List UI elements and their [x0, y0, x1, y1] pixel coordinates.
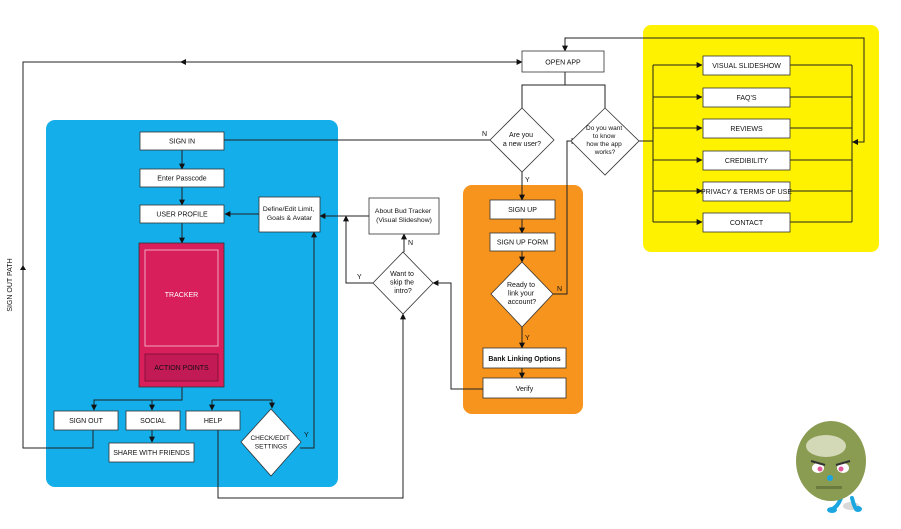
privacy-terms-box: PRIVACY & TERMS OF USE — [701, 181, 792, 202]
edge-label-ready-y: Y — [525, 335, 530, 342]
svg-text:About Bud Tracker (Visua: About Bud Tracker (Visual Slideshow) — [375, 208, 433, 224]
ready-line-1: Ready to — [507, 282, 535, 289]
ready-line-2: link your — [508, 291, 535, 298]
define-edit-box: Define/Edit Limit, Goals & Avatar — [258, 196, 321, 233]
edge-label-skip-n: N — [408, 240, 413, 247]
yellow-region — [643, 25, 879, 252]
svg-text:Are you a new user?: Are you a new user? — [503, 132, 541, 148]
mascot-character — [796, 421, 866, 513]
sign-out-path-label: SIGN OUT PATH — [7, 258, 14, 311]
know-app-line-4: works? — [594, 149, 616, 156]
about-bud-tracker-box: About Bud Tracker (Visual Slideshow) — [368, 197, 440, 235]
check-edit-decision: CHECK/EDIT SETTINGS — [240, 408, 302, 477]
bank-linking-label: Bank Linking Options — [488, 356, 560, 363]
svg-text:Ready to link your: Ready to link your account? — [507, 282, 537, 306]
open-app-box: OPEN APP — [521, 50, 605, 73]
reviews-box: REVIEWS — [702, 118, 791, 139]
tracker-panel: TRACKER ACTION POINTS — [138, 242, 225, 388]
enter-passcode-box: Enter Passcode — [139, 168, 225, 188]
sign-up-form-label: SIGN UP FORM — [497, 240, 548, 247]
define-edit-line-1: Define/Edit Limit, — [263, 206, 314, 213]
sign-up-label: SIGN UP — [508, 207, 537, 214]
social-label: SOCIAL — [140, 418, 166, 425]
visual-slideshow-label: VISUAL SLIDESHOW — [712, 63, 781, 70]
sign-out-label: SIGN OUT — [69, 418, 104, 425]
faqs-box: FAQ'S — [702, 87, 791, 108]
sign-up-box: SIGN UP — [489, 199, 556, 220]
help-label: HELP — [204, 418, 223, 425]
share-friends-box: SHARE WITH FRIENDS — [108, 442, 195, 463]
action-points-label: ACTION POINTS — [154, 365, 209, 372]
ready-link-decision: Ready to link your account? — [490, 261, 554, 328]
svg-text:CHECK/EDIT SETTINGS: CHECK/EDIT SETTINGS — [250, 435, 291, 451]
edge-label-skip-y: Y — [357, 274, 362, 281]
new-user-decision: Are you a new user? — [489, 107, 555, 173]
connectors — [20, 37, 865, 499]
open-app-label: OPEN APP — [545, 60, 581, 67]
edge-label-check-y: Y — [304, 432, 309, 439]
faqs-label: FAQ'S — [736, 95, 756, 102]
credibility-label: CREDIBILITY — [725, 158, 769, 165]
about-line-1: About Bud Tracker — [375, 208, 432, 215]
contact-box: CONTACT — [702, 212, 791, 233]
user-profile-label: USER PROFILE — [156, 212, 208, 219]
privacy-terms-label: PRIVACY & TERMS OF USE — [701, 189, 792, 196]
social-box: SOCIAL — [125, 410, 181, 431]
know-app-line-1: Do you want — [586, 125, 622, 132]
new-user-line-2: a new user? — [503, 141, 541, 148]
define-edit-line-2: Goals & Avatar — [267, 215, 313, 222]
ready-line-3: account? — [508, 299, 537, 306]
share-friends-label: SHARE WITH FRIENDS — [113, 450, 190, 457]
svg-text:Want to skip the i: Want to skip the intro? — [390, 271, 416, 295]
sign-in-label: SIGN IN — [169, 139, 195, 146]
check-edit-line-1: CHECK/EDIT — [250, 435, 289, 442]
know-app-line-2: to know — [593, 133, 616, 140]
new-user-line-1: Are you — [509, 132, 533, 139]
skip-intro-line-1: Want to — [390, 271, 414, 278]
edge-label-new-user-y: Y — [525, 177, 530, 184]
svg-text:Define/Edit Limit, Goals: Define/Edit Limit, Goals & Avatar — [263, 206, 316, 222]
about-line-2: (Visual Slideshow) — [376, 217, 432, 224]
edge-label-ready-n: N — [557, 286, 562, 293]
know-app-decision: Do you want to know how the app works? — [570, 107, 640, 176]
enter-passcode-label: Enter Passcode — [157, 176, 207, 183]
know-app-line-3: how the app — [586, 141, 622, 148]
edge-label-new-user-n: N — [482, 131, 487, 138]
bank-linking-box: Bank Linking Options — [482, 347, 567, 369]
sign-in-box: SIGN IN — [139, 131, 225, 151]
reviews-label: REVIEWS — [730, 126, 763, 133]
credibility-box: CREDIBILITY — [702, 150, 791, 171]
sign-up-form-box: SIGN UP FORM — [489, 232, 556, 252]
tracker-label: TRACKER — [165, 292, 198, 299]
sign-out-box: SIGN OUT — [53, 410, 119, 431]
skip-intro-line-2: skip the — [390, 280, 414, 287]
user-profile-box: USER PROFILE — [139, 204, 225, 224]
contact-label: CONTACT — [730, 220, 764, 227]
skip-intro-decision: Want to skip the intro? — [372, 251, 434, 315]
visual-slideshow-box: VISUAL SLIDESHOW — [702, 55, 791, 76]
help-box: HELP — [185, 410, 241, 431]
check-edit-line-2: SETTINGS — [255, 444, 288, 451]
verify-box: Verify — [482, 377, 567, 399]
svg-text:Do you want to know: Do you want to know how the app works? — [586, 125, 624, 156]
skip-intro-line-3: intro? — [394, 288, 412, 295]
verify-label: Verify — [516, 386, 534, 393]
